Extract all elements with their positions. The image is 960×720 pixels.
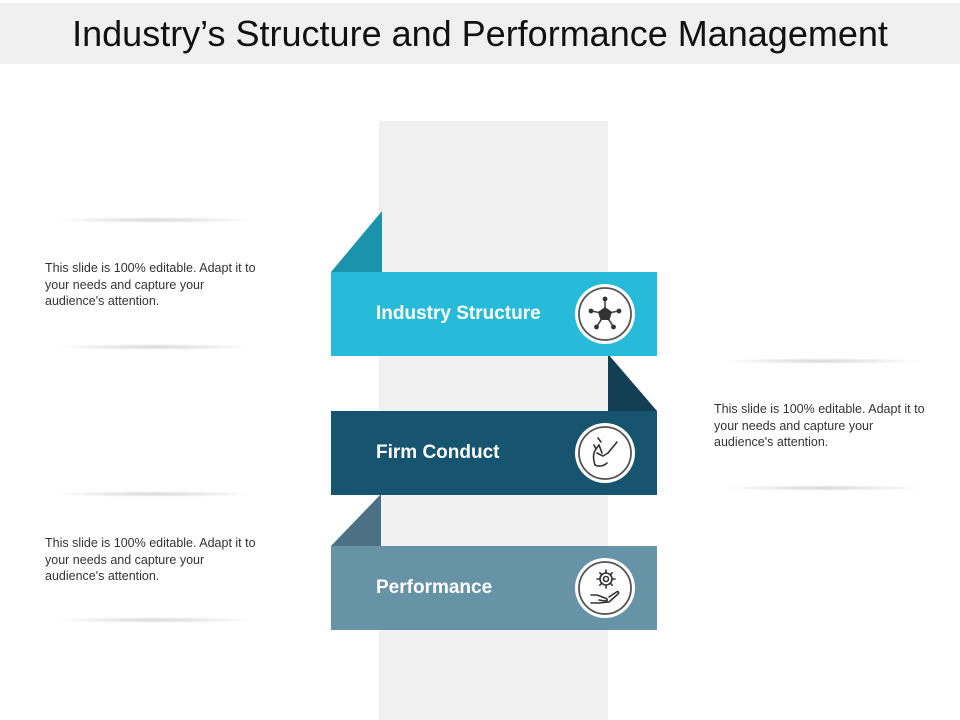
stage-label: Industry Structure [376, 303, 541, 324]
title-bar [0, 3, 960, 64]
note-divider [722, 358, 922, 364]
note-right: This slide is 100% editable. Adapt it to… [714, 402, 925, 449]
note-left-top: This slide is 100% editable. Adapt it to… [45, 261, 256, 308]
note-left-bottom: This slide is 100% editable. Adapt it to… [45, 536, 256, 583]
stage-industry-structure: Industry Structure [331, 272, 657, 356]
note-divider [55, 217, 255, 223]
gear-hand-icon [575, 558, 635, 618]
slide-title: Industry’s Structure and Performance Man… [72, 13, 888, 54]
network-pentagon-icon [575, 284, 635, 344]
stage-3-fold [331, 494, 381, 546]
hand-gesture-icon [575, 423, 635, 483]
note-divider [722, 485, 922, 491]
note-divider [55, 617, 255, 623]
stage-label: Firm Conduct [376, 442, 500, 463]
stage-label: Performance [376, 577, 493, 598]
note-divider [55, 491, 255, 497]
stage-2-fold [608, 354, 657, 411]
stage-performance: Performance [331, 546, 657, 630]
note-divider [55, 344, 255, 350]
stage-1-fold [331, 211, 382, 272]
stage-firm-conduct: Firm Conduct [331, 411, 657, 495]
